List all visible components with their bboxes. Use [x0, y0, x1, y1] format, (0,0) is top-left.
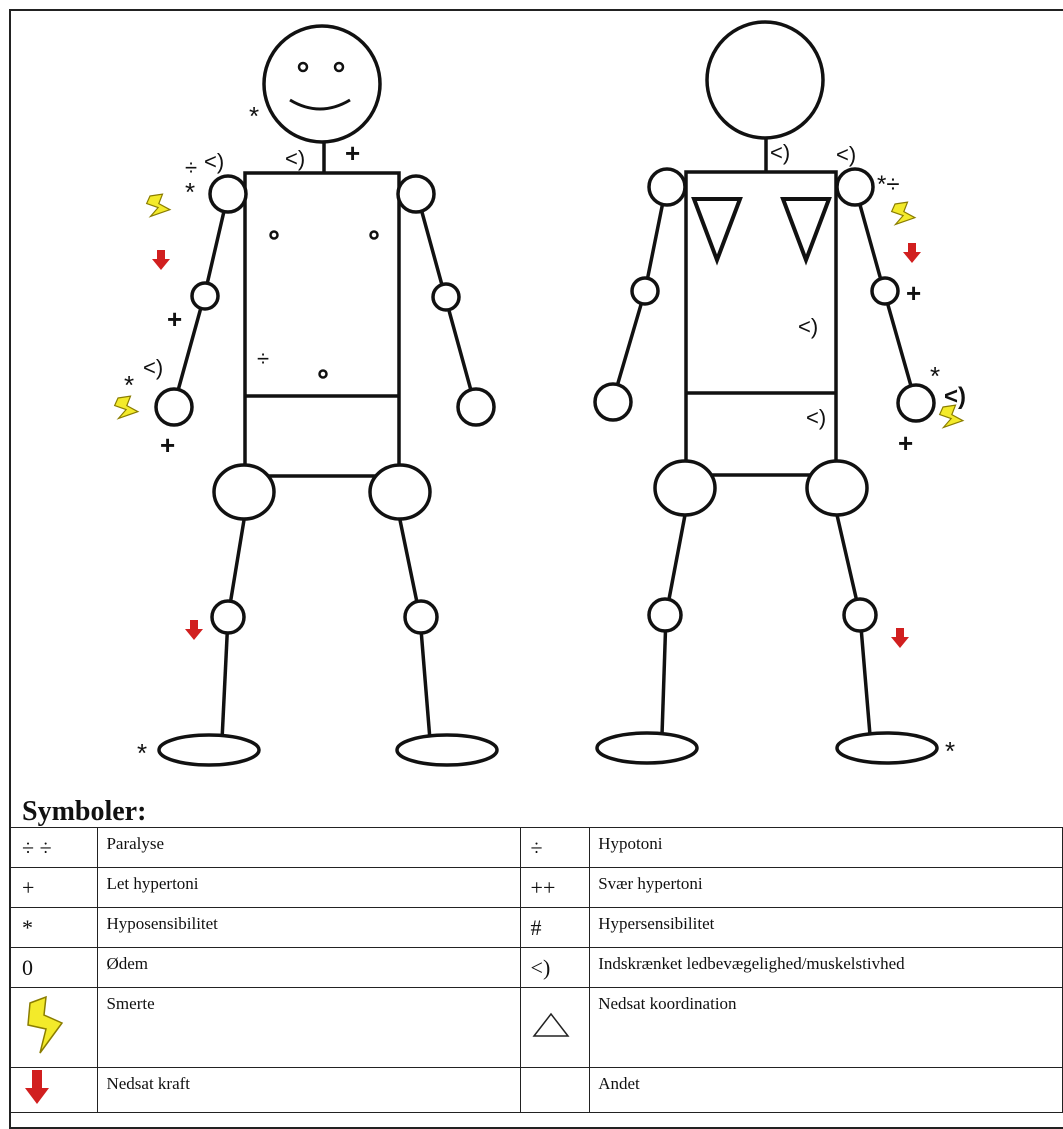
- legend-description: Andet: [590, 1068, 1063, 1113]
- legend-symbol: +: [10, 868, 98, 908]
- red-arrow-icon: [152, 250, 170, 270]
- mark: *: [930, 361, 940, 391]
- mark: <): [143, 355, 163, 380]
- left-torso: [245, 173, 399, 476]
- legend-symbol: *: [10, 908, 98, 948]
- mark: +: [898, 428, 913, 458]
- legend-row: * Hyposensibilitet # Hypersensibilitet: [10, 908, 1063, 948]
- legend-description: Hypotoni: [590, 828, 1063, 868]
- right-head: [707, 22, 823, 138]
- mark: *: [124, 370, 134, 400]
- legend-row: 0 Ødem <) Indskrænket ledbevægelighed/mu…: [10, 948, 1063, 988]
- mark: +: [167, 304, 182, 334]
- mark: *: [249, 101, 259, 131]
- mark: *: [185, 177, 195, 207]
- legend-description: Nedsat kraft: [98, 1068, 520, 1113]
- red-arrow-icon: [22, 1068, 52, 1106]
- legend-row: + Let hypertoni ++ Svær hypertoni: [10, 868, 1063, 908]
- mark: <): [836, 142, 856, 167]
- legend-row: Nedsat kraft Andet: [10, 1068, 1063, 1113]
- red-arrow-icon: [903, 243, 921, 263]
- legend-symbol: ÷ ÷: [10, 828, 98, 868]
- body-figures-diagram: * <) + ÷ <) * + <) * + ÷ * <) <) *÷ + <)…: [0, 0, 1063, 800]
- mark: <): [944, 383, 966, 410]
- lightning-icon: [22, 995, 72, 1055]
- legend-description: Paralyse: [98, 828, 520, 868]
- legend-row: Smerte Nedsat koordination: [10, 988, 1063, 1068]
- legend-symbol: [10, 1068, 98, 1113]
- mark: <): [770, 140, 790, 165]
- legend-symbol: #: [520, 908, 590, 948]
- left-figure: [156, 26, 497, 765]
- legend-symbol: ++: [520, 868, 590, 908]
- red-arrow-icon: [891, 628, 909, 648]
- legend-description: Ødem: [98, 948, 520, 988]
- mark: +: [345, 138, 360, 168]
- legend-symbol: [10, 988, 98, 1068]
- mark: <): [806, 405, 826, 430]
- mark: *÷: [877, 171, 900, 198]
- mark: *: [945, 736, 955, 766]
- right-figure: [595, 22, 937, 763]
- legend-description: Indskrænket ledbevægelighed/muskelstivhe…: [590, 948, 1063, 988]
- mark: <): [204, 149, 224, 174]
- mark: <): [798, 314, 818, 339]
- lightning-icon: [145, 192, 173, 220]
- lightning-icon: [890, 200, 918, 228]
- red-arrow-icon: [185, 620, 203, 640]
- legend-description: Hypersensibilitet: [590, 908, 1063, 948]
- legend-description: Hyposensibilitet: [98, 908, 520, 948]
- mark: +: [160, 430, 175, 460]
- triangle-icon: [531, 1010, 571, 1040]
- legend-description: Smerte: [98, 988, 520, 1068]
- legend-symbol: <): [520, 948, 590, 988]
- legend-row: ÷ ÷ Paralyse ÷ Hypotoni: [10, 828, 1063, 868]
- legend-description: Let hypertoni: [98, 868, 520, 908]
- legend-description: Svær hypertoni: [590, 868, 1063, 908]
- legend-symbol: [520, 988, 590, 1068]
- legend-title: Symboler:: [22, 798, 146, 826]
- legend-table: ÷ ÷ Paralyse ÷ Hypotoni + Let hypertoni …: [9, 827, 1063, 1113]
- mark: +: [906, 278, 921, 308]
- mark: ÷: [257, 346, 269, 371]
- mark: <): [285, 146, 305, 171]
- mark: *: [137, 738, 147, 768]
- legend-description: Nedsat koordination: [590, 988, 1063, 1068]
- left-head: [264, 26, 380, 142]
- legend-symbol: [520, 1068, 590, 1113]
- legend-symbol: 0: [10, 948, 98, 988]
- legend-symbol: ÷: [520, 828, 590, 868]
